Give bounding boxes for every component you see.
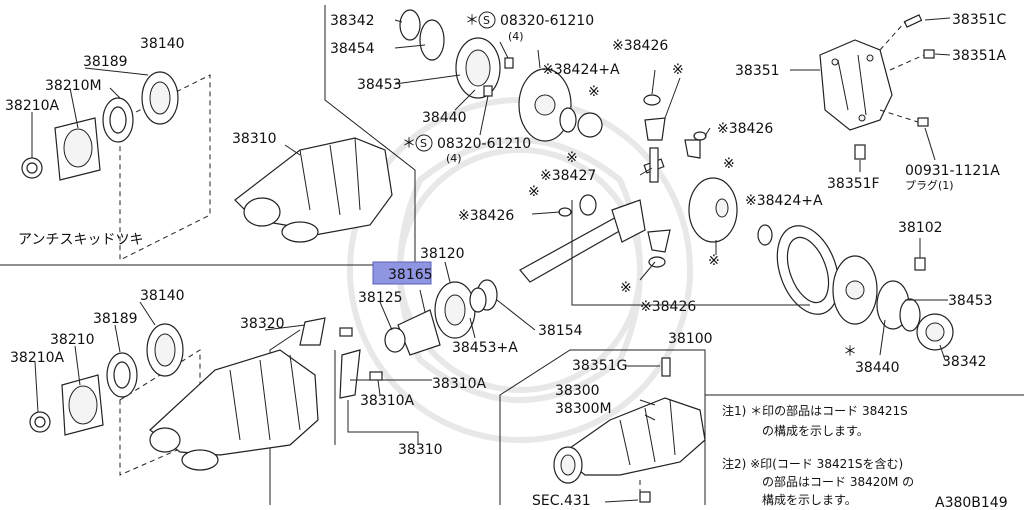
bolt-top-callout: ＊ S 08320-61210 (4): [465, 11, 594, 43]
label-anti-skid: アンチスキッドツキ: [18, 232, 143, 248]
label-38453-right: 38453: [948, 293, 993, 309]
notes-block: 注1) ＊印の部品はコード 38421S の構成を示します。 注2) ※印(コー…: [722, 403, 914, 507]
label-38210m: 38210M: [45, 78, 102, 94]
label-38454: 38454: [330, 41, 375, 57]
mark-38426-b: ※: [723, 156, 735, 172]
label-38342-right: 38342: [942, 354, 987, 370]
star-bolt-top: ＊: [465, 13, 479, 29]
label-sec431: SEC.431: [532, 493, 591, 509]
label-38140-top: 38140: [140, 36, 185, 52]
label-38424a-mid: ※38424+A: [745, 193, 823, 209]
mark-38424a-top: ※: [588, 84, 600, 100]
bottom-left-carrier-group: [29, 301, 432, 476]
label-38351g: 38351G: [572, 358, 627, 374]
bolt-mid-callout: ＊ S 08320-61210 (4): [402, 134, 531, 165]
label-plug-name: プラグ(1): [905, 178, 954, 192]
note1-line1: 注1) ＊印の部品はコード 38421S: [722, 403, 908, 418]
star-bolt-mid: ＊: [402, 136, 416, 152]
highlight-38165: [372, 261, 432, 285]
ring-gear-group: [776, 225, 954, 361]
label-38351a: 38351A: [952, 48, 1007, 64]
note2-line1: 注2) ※印(コード 38421Sを含む): [722, 456, 903, 471]
label-38453a: 38453+A: [452, 340, 518, 356]
label-38189-bot: 38189: [93, 311, 138, 327]
mark-38424a-mid: ※: [708, 253, 720, 269]
label-38210a-top: 38210A: [5, 98, 60, 114]
label-38440-right: 38440: [855, 360, 900, 376]
label-38125: 38125: [358, 290, 403, 306]
mark-gear-top: ※: [566, 150, 578, 166]
label-38426-a: ※38426: [612, 38, 668, 54]
note2-line2: の部品はコード 38420M の: [762, 474, 914, 489]
label-38320: 38320: [240, 316, 285, 332]
label-38351c: 38351C: [952, 12, 1007, 28]
star-38440-right: ＊: [843, 344, 857, 360]
label-38440-top: 38440: [422, 110, 467, 126]
label-38310-bot: 38310: [398, 442, 443, 458]
label-38300: 38300: [555, 383, 600, 399]
label-38120: 38120: [420, 246, 465, 262]
label-bolt-top-qty: (4): [508, 30, 524, 43]
label-38426-d: ※38426: [640, 299, 696, 315]
label-bolt-mid-qty: (4): [446, 152, 462, 165]
label-38351f: 38351F: [827, 176, 880, 192]
label-38140-bot: 38140: [140, 288, 185, 304]
reference-code: A380B149: [935, 495, 1008, 510]
label-38426-c: ※38426: [458, 208, 514, 224]
mark-38426-a: ※: [672, 62, 684, 78]
label-38154: 38154: [538, 323, 583, 339]
section-frames: [0, 5, 1024, 505]
label-38426-b: ※38426: [717, 121, 773, 137]
label-38310-top: 38310: [232, 131, 277, 147]
assembly-inset-group: [553, 357, 706, 503]
label-38342-top: 38342: [330, 13, 375, 29]
mark-38426-d: ※: [620, 280, 632, 296]
mark-38427: ※: [528, 184, 540, 200]
label-38424a-top: ※38424+A: [542, 62, 620, 78]
label-38310a-2: 38310A: [360, 393, 415, 409]
label-38351: 38351: [735, 63, 780, 79]
label-plug-code: 00931-1121A: [905, 163, 1000, 179]
label-38210: 38210: [50, 332, 95, 348]
pinion-bearing-group: [379, 200, 810, 356]
rear-cover-group: [790, 14, 951, 172]
note1-line2: の構成を示します。: [762, 424, 869, 438]
label-38189-top: 38189: [83, 54, 128, 70]
label-38165[interactable]: 38165: [388, 267, 433, 283]
label-38427: ※38427: [540, 168, 596, 184]
label-38310a-1: 38310A: [432, 376, 487, 392]
center-gear-group: [519, 69, 773, 283]
label-38100: 38100: [668, 331, 713, 347]
label-38210a-bot: 38210A: [10, 350, 65, 366]
label-38453-top: 38453: [357, 77, 402, 93]
top-left-flange-group: [21, 67, 393, 261]
label-38300m: 38300M: [555, 401, 612, 417]
s-mark-top: S: [483, 14, 490, 27]
label-bolt-mid-code: 08320-61210: [437, 136, 531, 152]
label-bolt-top-code: 08320-61210: [500, 13, 594, 29]
note2-line3: 構成を示します。: [762, 493, 857, 507]
top-center-case-group: [394, 9, 603, 142]
label-38102: 38102: [898, 220, 943, 236]
s-mark-mid: S: [420, 137, 427, 150]
